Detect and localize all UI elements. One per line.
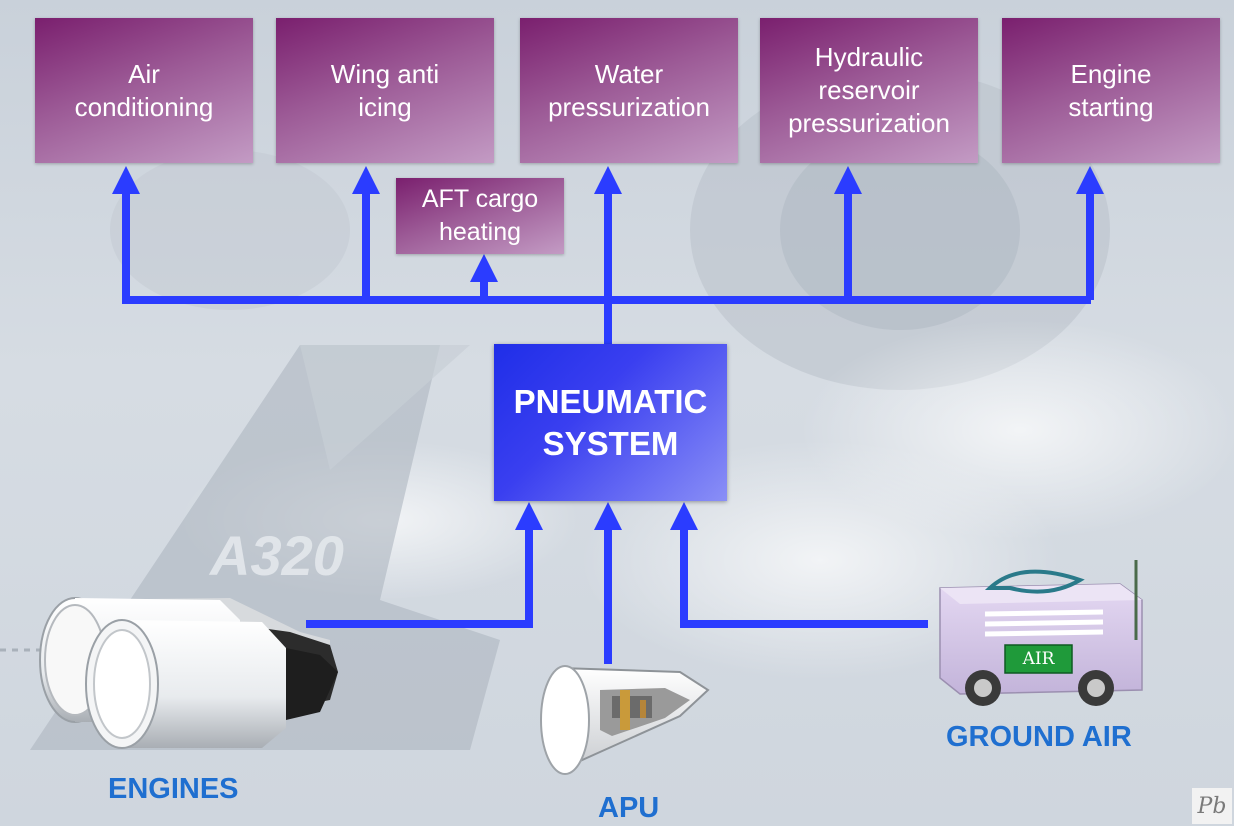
wing-anti-icing-label: Wing anti icing — [330, 58, 440, 122]
hydraulic-reservoir-pressurization-box: Hydraulic reservoir pressurization — [760, 18, 978, 163]
apu-label: APU — [598, 792, 660, 824]
apu-illustration — [540, 665, 710, 775]
aft-cargo-heating-label: AFT cargo heating — [421, 185, 539, 246]
water-pressurization-label: Water pressurization — [548, 58, 710, 122]
pneumatic-system-label: PNEUMATIC SYSTEM — [513, 382, 708, 462]
wing-anti-icing-box: Wing anti icing — [276, 18, 494, 163]
engines-label: ENGINES — [108, 773, 239, 805]
engine-starting-label: Engine starting — [1068, 58, 1154, 122]
tail-marking: A320 — [208, 524, 344, 587]
ground-air-label: GROUND AIR — [946, 721, 1132, 753]
arrow-water-pressurization — [594, 166, 622, 194]
arrow-aft-cargo-heating — [470, 254, 498, 282]
arrow-air-conditioning — [112, 166, 140, 194]
engine-starting-box: Engine starting — [1002, 18, 1220, 163]
watermark-logo: Pb — [1192, 788, 1232, 824]
engines-illustration — [39, 597, 338, 749]
pneumatic-system-box: PNEUMATIC SYSTEM — [494, 344, 727, 501]
aft-cargo-heating-box: AFT cargo heating — [396, 178, 564, 254]
air-conditioning-box: Air conditioning — [35, 18, 253, 163]
arrow-engine-starting — [1076, 166, 1104, 194]
water-pressurization-box: Water pressurization — [520, 18, 738, 163]
air-conditioning-label: Air conditioning — [74, 58, 214, 122]
line-engines — [306, 522, 533, 628]
hydraulic-reservoir-pressurization-label: Hydraulic reservoir pressurization — [788, 42, 950, 138]
arrow-hydraulic-reservoir — [834, 166, 862, 194]
line-ground-air — [680, 522, 928, 628]
ground-air-cart-illustration — [939, 560, 1143, 706]
arrow-engines — [515, 502, 543, 530]
arrow-wing-anti-icing — [352, 166, 380, 194]
ground-air-panel-label: AIR — [1022, 649, 1055, 669]
arrow-ground-air — [670, 502, 698, 530]
arrow-apu — [594, 502, 622, 530]
